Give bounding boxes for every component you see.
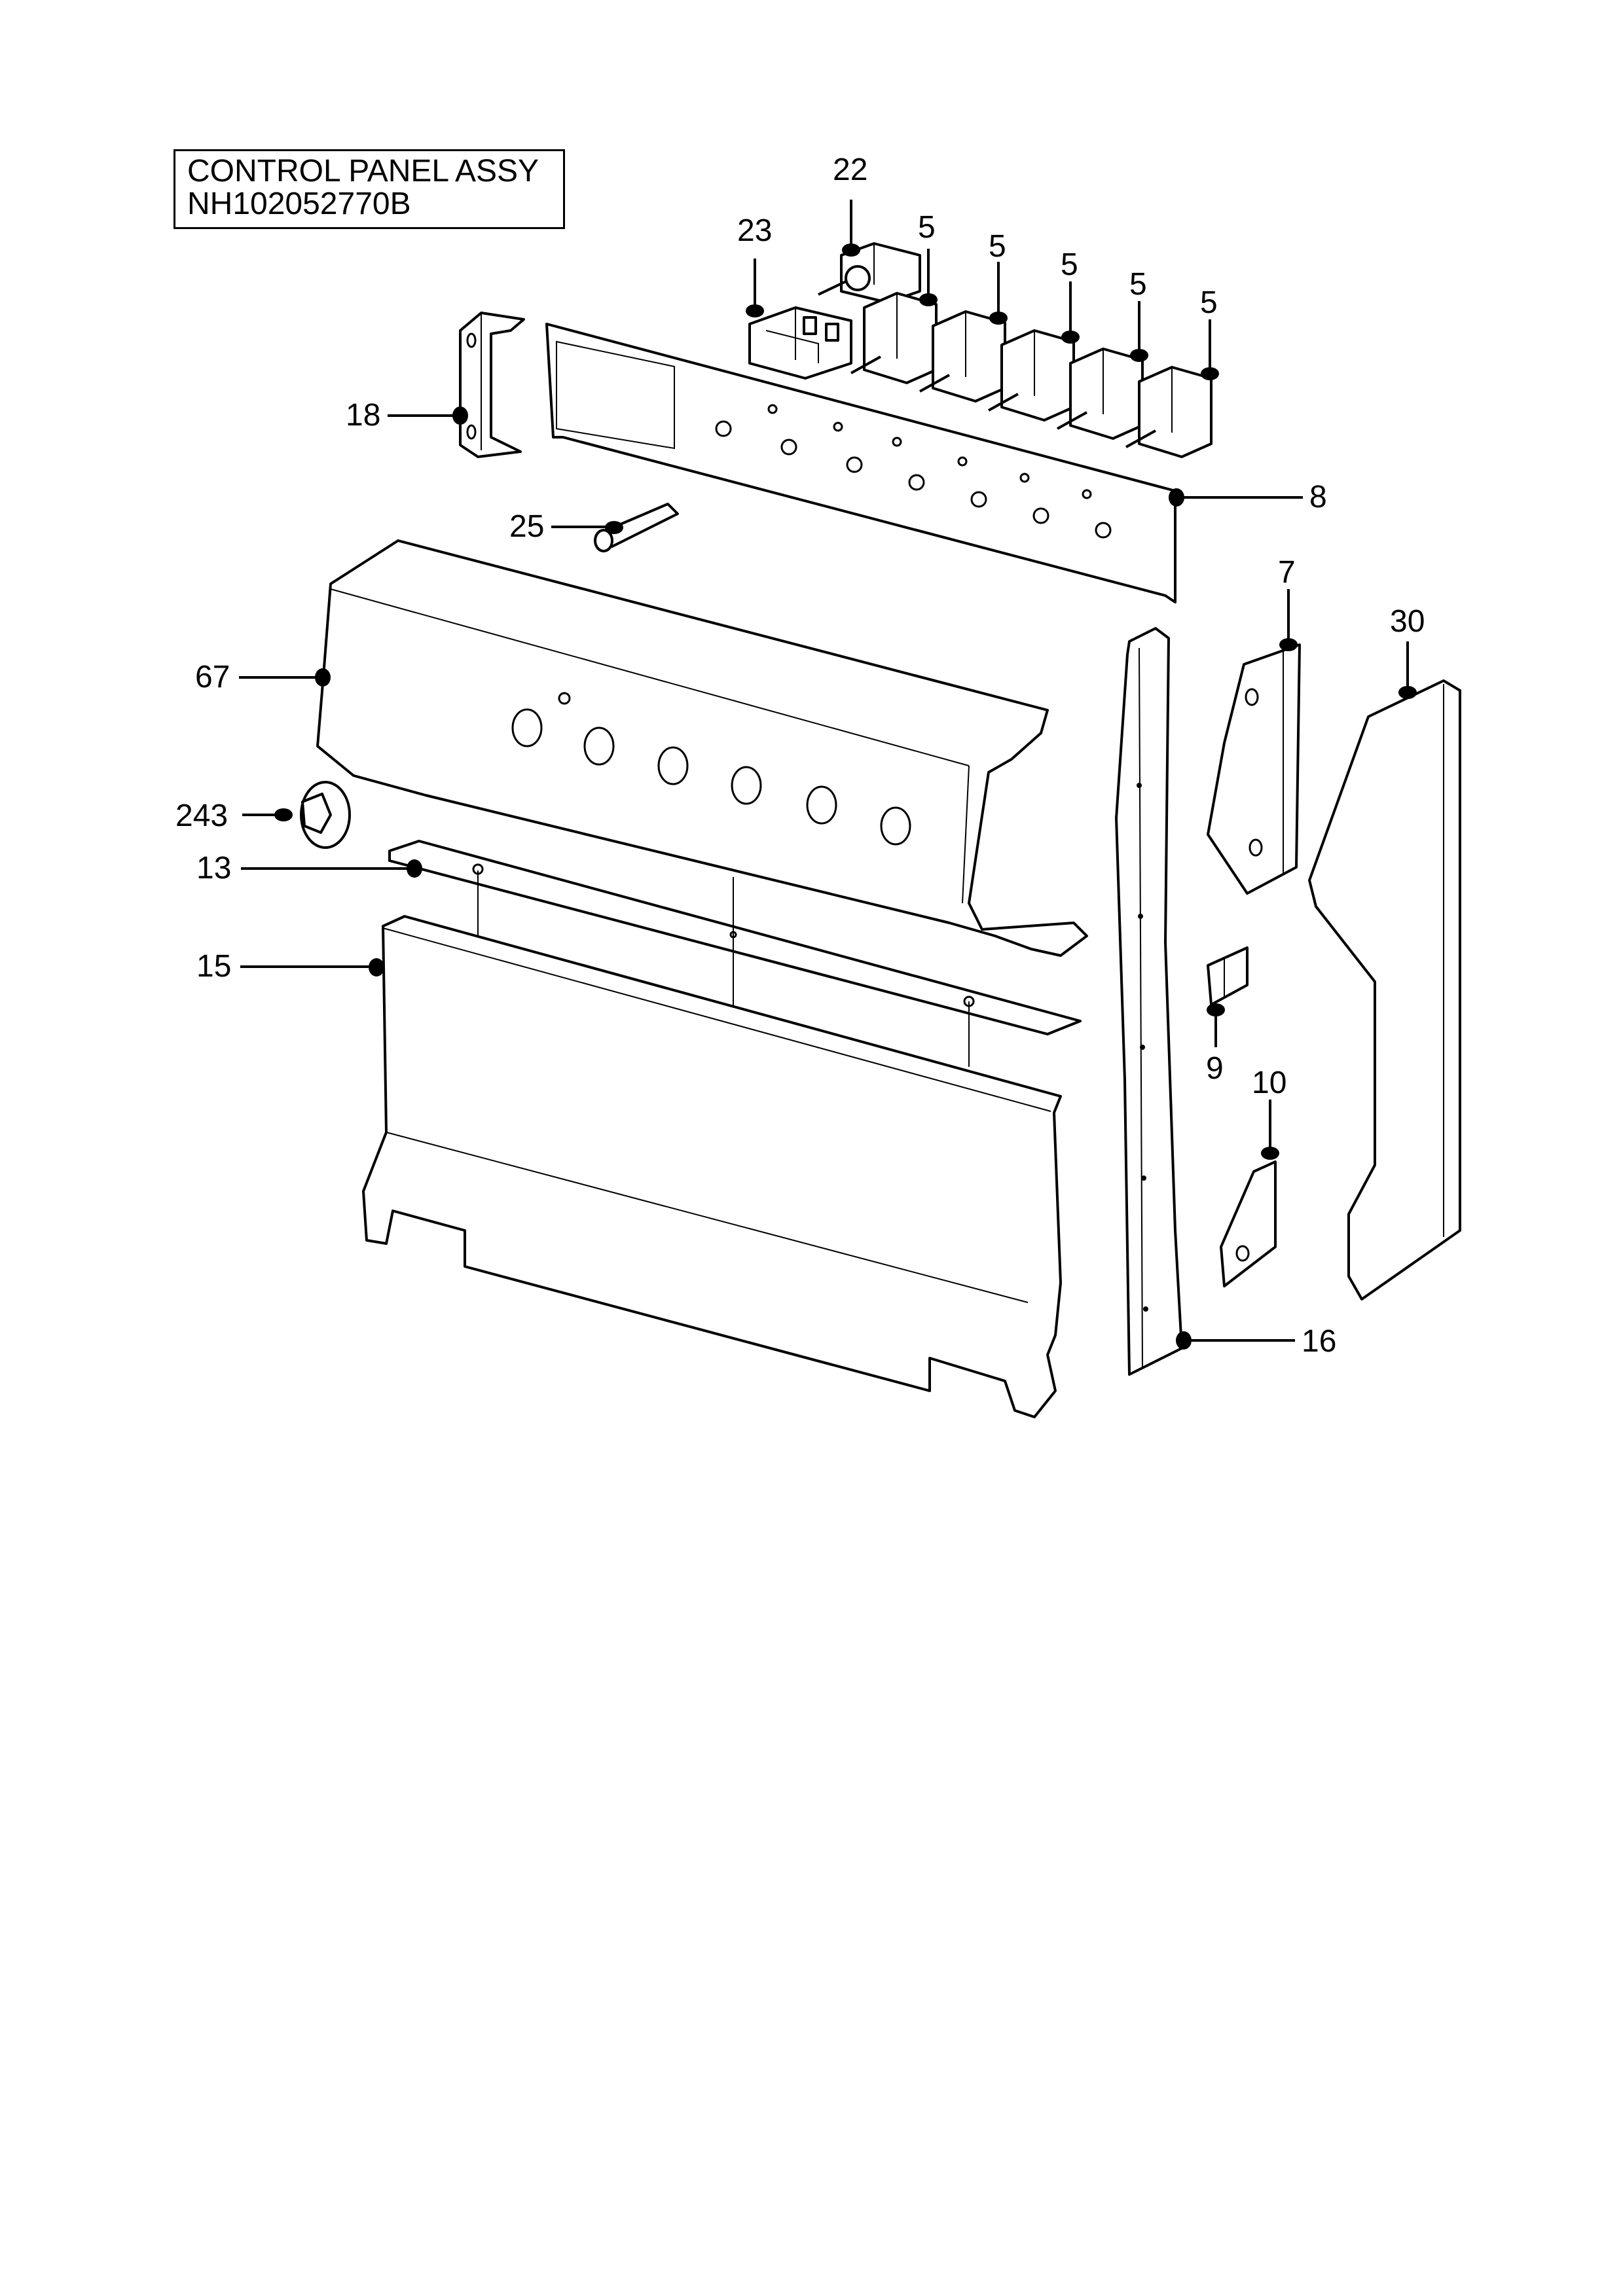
assembly-name: CONTROL PANEL ASSY: [187, 154, 539, 188]
part-7-bracket: [1207, 643, 1301, 895]
callout-67: 67: [195, 660, 230, 694]
part-18-bracket: [459, 312, 525, 458]
part-5-regulator-3: [988, 329, 1075, 422]
part-15-lower-panel: [362, 915, 1062, 1418]
callout-30: 30: [1390, 604, 1425, 639]
callout-16: 16: [1302, 1324, 1336, 1359]
title-block: CONTROL PANEL ASSY NH102052770B: [173, 149, 565, 229]
callout-5-e: 5: [1200, 285, 1218, 320]
part-5-regulator-1: [850, 292, 938, 384]
part-25-lamp: [594, 503, 679, 552]
callout-23: 23: [737, 213, 772, 248]
callout-5-c: 5: [1061, 247, 1078, 282]
callout-25: 25: [509, 509, 544, 544]
callout-13: 13: [196, 851, 231, 886]
callout-8: 8: [1309, 480, 1327, 514]
callout-10: 10: [1252, 1066, 1286, 1100]
part-5-regulator-5: [1125, 366, 1213, 458]
part-10-small-bracket: [1220, 1160, 1277, 1287]
part-67-fascia: [316, 539, 1088, 957]
callout-5-a: 5: [918, 210, 936, 245]
callout-243: 243: [175, 798, 228, 833]
callout-5-d: 5: [1129, 267, 1147, 302]
part-23-switch: [748, 306, 852, 380]
part-9-clip: [1207, 946, 1249, 1006]
callout-7: 7: [1278, 555, 1296, 590]
callout-15: 15: [196, 949, 231, 984]
callout-9: 9: [1206, 1051, 1224, 1086]
callout-22: 22: [833, 152, 867, 187]
part-22-thermostat: [818, 242, 921, 304]
part-13-strip: [388, 840, 1082, 1067]
callout-5-b: 5: [989, 229, 1006, 264]
part-30-side-trim: [1308, 679, 1461, 1300]
part-5-regulator-4: [1057, 348, 1144, 440]
callout-18: 18: [346, 398, 380, 433]
part-243-knob: [300, 781, 351, 849]
callout-leaders: [239, 200, 1417, 1350]
part-16-side-strip: [1115, 627, 1183, 1376]
part-5-regulator-2: [919, 310, 1006, 403]
callout-labels: 22 23 5 5 5 5 5 18 8 25 67 7 30 243 13 1…: [175, 152, 1425, 1359]
assembly-part-number: NH102052770B: [187, 187, 411, 221]
